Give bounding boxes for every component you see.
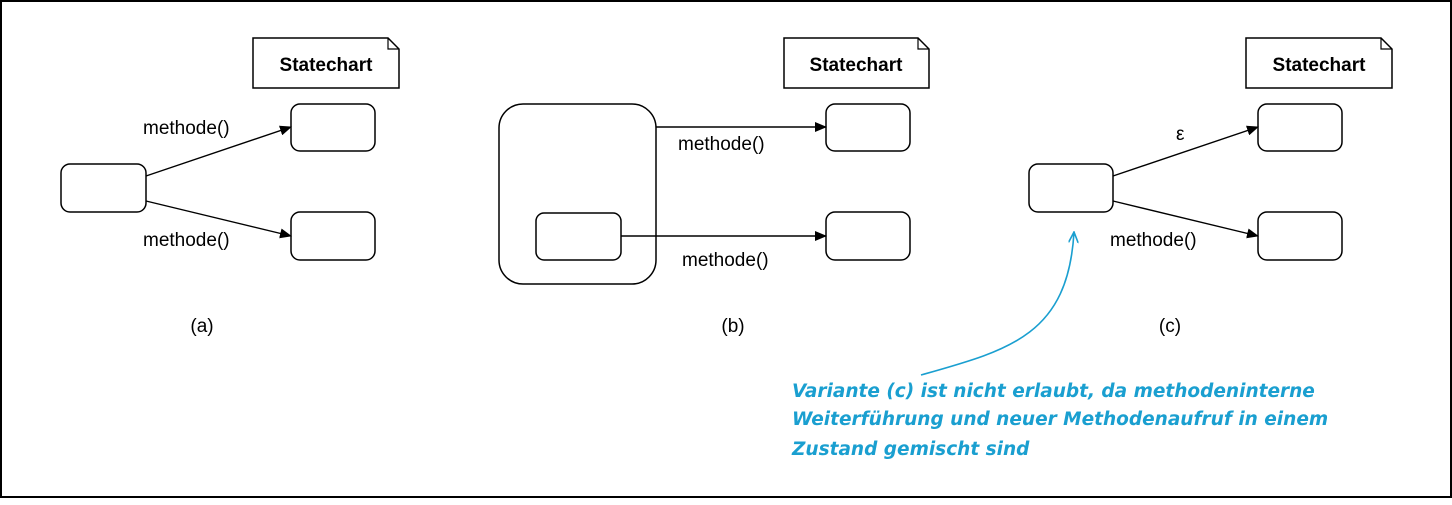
source-state-a <box>60 163 147 213</box>
statechart-title-a: Statechart <box>280 55 374 76</box>
caption-a: (a) <box>190 316 213 337</box>
target-state-a-lower <box>290 211 376 261</box>
statechart-tag-b: Statechart <box>783 37 930 89</box>
panel-a: Statechart methode() methode() (a) <box>60 37 400 337</box>
transition-label-b-upper: methode() <box>678 134 765 155</box>
statechart-title-b: Statechart <box>810 55 904 76</box>
transition-label-b-lower: methode() <box>682 250 769 271</box>
annotation-line-3: Zustand gemischt sind <box>791 439 1030 460</box>
target-state-c-lower <box>1257 211 1343 261</box>
statechart-title-c: Statechart <box>1273 55 1367 76</box>
annotation-callout: Variante (c) ist nicht erlaubt, da metho… <box>791 232 1328 460</box>
transition-arrow-c-lower <box>1112 200 1259 239</box>
target-state-a-upper <box>290 103 376 152</box>
annotation-arrow <box>920 232 1074 376</box>
target-state-b-lower <box>825 211 911 261</box>
transition-arrow-a-upper <box>145 125 292 177</box>
transition-arrow-a-lower <box>145 200 292 239</box>
transition-label-c-lower: methode() <box>1110 230 1197 251</box>
target-state-b-upper <box>825 103 911 152</box>
source-state-c <box>1028 163 1114 213</box>
statechart-tag-c: Statechart <box>1245 37 1393 89</box>
statechart-tag-a: Statechart <box>252 37 400 89</box>
transition-arrow-c-upper <box>1112 125 1259 177</box>
transition-label-c-upper: ε <box>1176 124 1185 145</box>
panel-b: Statechart methode() methode() (b) <box>498 37 930 337</box>
caption-b: (b) <box>721 316 744 337</box>
transition-label-a-lower: methode() <box>143 230 230 251</box>
target-state-c-upper <box>1257 103 1343 152</box>
caption-c: (c) <box>1159 316 1181 337</box>
substate-b <box>535 212 622 261</box>
transition-label-a-upper: methode() <box>143 118 230 139</box>
panel-c: Statechart ε methode() (c) <box>1028 37 1393 337</box>
annotation-line-1: Variante (c) ist nicht erlaubt, da metho… <box>792 381 1315 402</box>
annotation-line-2: Weiterführung und neuer Methodenaufruf i… <box>792 409 1328 430</box>
